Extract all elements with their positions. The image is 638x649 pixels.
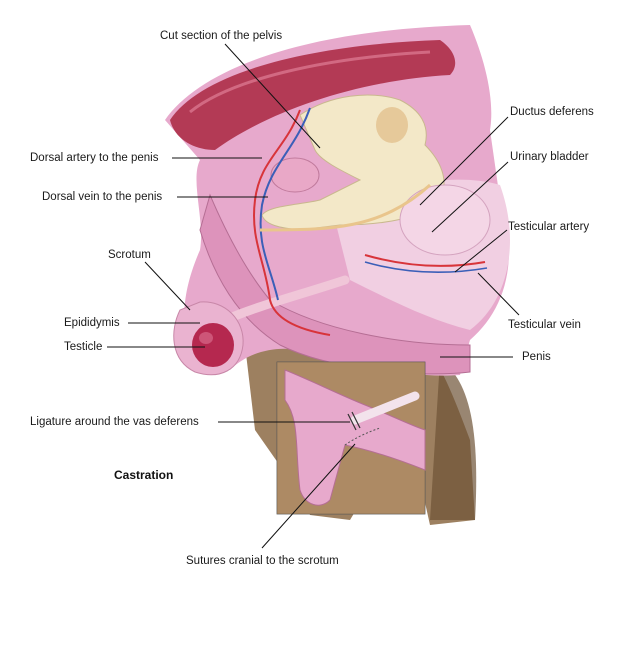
label-ductus-deferens: Ductus deferens — [510, 106, 594, 118]
leader-scrotum — [144, 261, 191, 311]
label-dorsal-artery: Dorsal artery to the penis — [30, 152, 159, 164]
muscle-highlight — [189, 50, 431, 114]
spermatic-cord — [220, 275, 350, 325]
label-ligature: Ligature around the vas deferens — [30, 416, 199, 428]
label-dorsal-vein: Dorsal vein to the penis — [42, 191, 163, 203]
accessory-gland — [270, 157, 320, 193]
obturator-foramen — [376, 107, 408, 143]
leader-testicular-artery — [454, 229, 508, 273]
muscle-band — [170, 40, 456, 150]
label-testicular-artery: Testicular artery — [508, 221, 590, 233]
label-pelvis: Cut section of the pelvis — [160, 30, 283, 42]
label-epididymis: Epididymis — [64, 317, 120, 329]
leader-pelvis — [224, 43, 321, 149]
dorsal-vein — [259, 107, 311, 301]
label-scrotum: Scrotum — [108, 249, 151, 261]
leader-testicular-vein — [477, 272, 520, 316]
ligature-mark — [347, 411, 361, 431]
leader-bladder — [431, 161, 509, 233]
leader-lines — [107, 43, 520, 549]
label-sutures: Sutures cranial to the scrotum — [186, 555, 339, 567]
figure-caption: Castration — [114, 468, 174, 482]
dorsal-artery — [253, 109, 331, 336]
label-urinary-bladder: Urinary bladder — [510, 151, 589, 163]
testicle-highlight — [199, 332, 213, 344]
inset-penis — [284, 369, 426, 506]
testicle — [192, 323, 234, 367]
fur-region-right — [430, 360, 477, 520]
label-testicular-vein: Testicular vein — [508, 319, 581, 331]
label-testicle: Testicle — [64, 341, 103, 353]
inset-cord — [350, 391, 420, 425]
leader-ductus — [419, 116, 509, 206]
testicular-vein — [364, 261, 488, 274]
ductus-deferens-line — [259, 183, 432, 232]
testicular-artery — [364, 254, 486, 267]
label-penis: Penis — [522, 351, 551, 363]
leader-sutures — [261, 443, 356, 549]
